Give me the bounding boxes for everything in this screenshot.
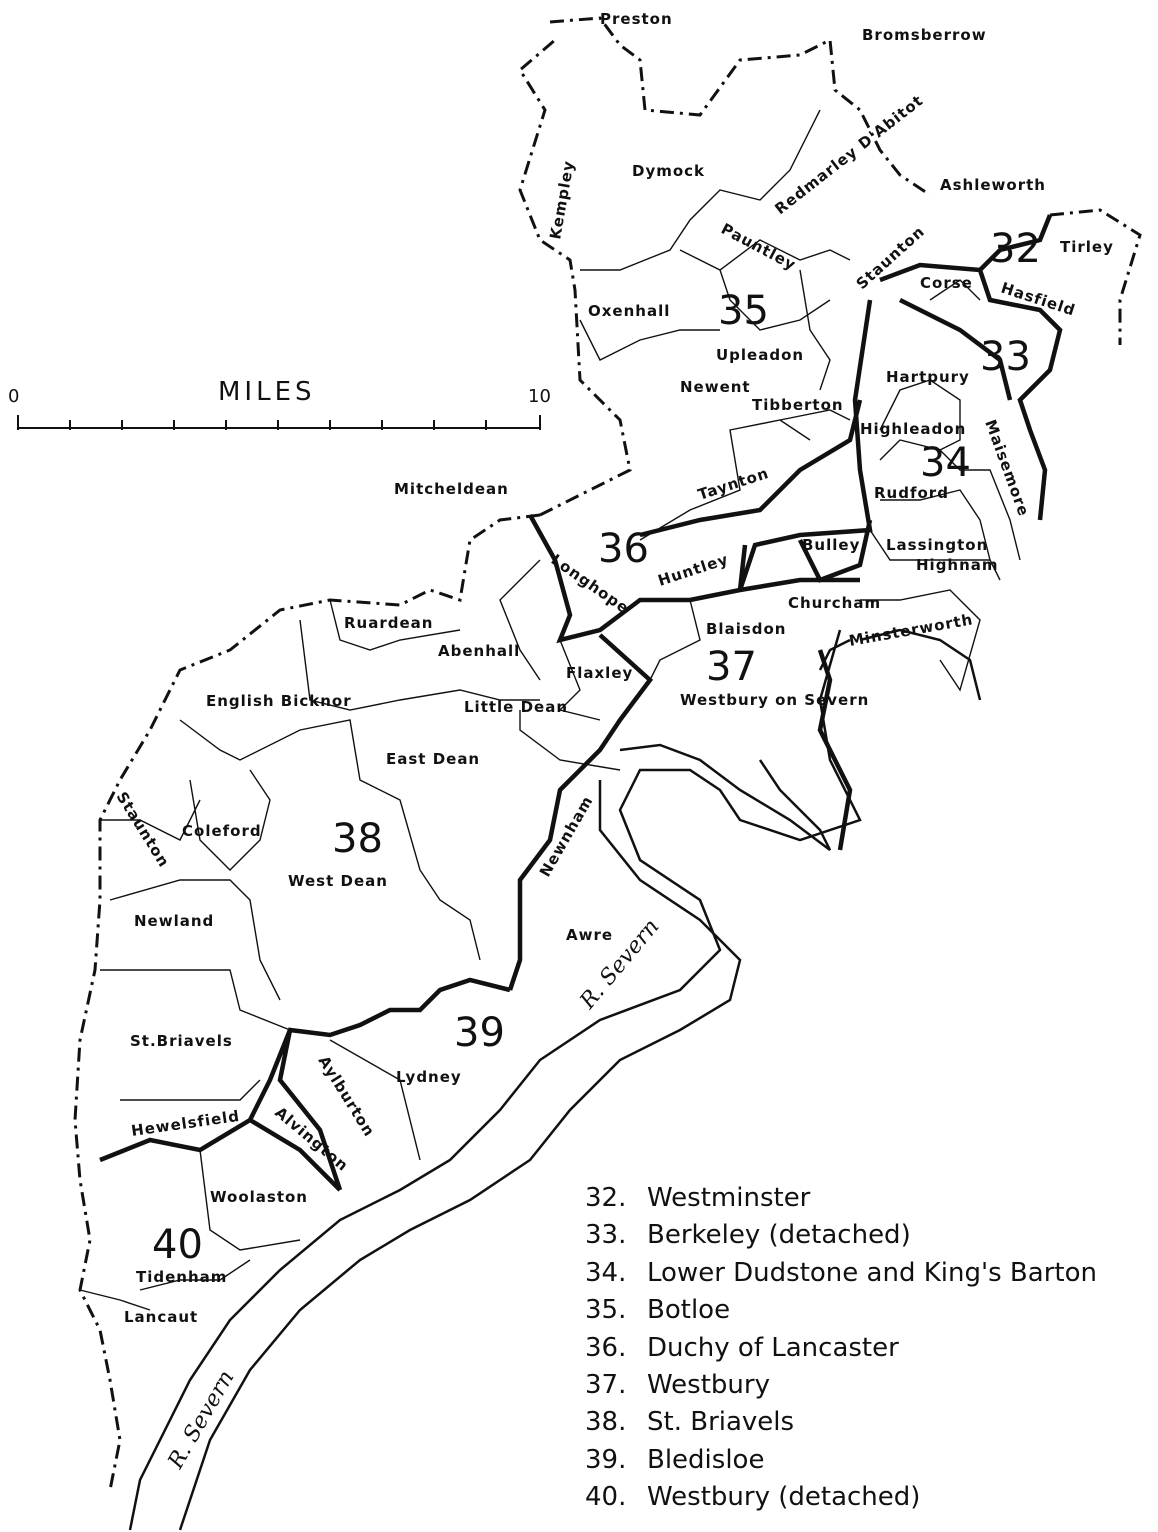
- hundred-number: 34: [920, 440, 971, 486]
- parish-label: Highleadon: [860, 420, 966, 438]
- legend-number: 38.: [585, 1407, 627, 1438]
- legend-name: Westbury: [647, 1370, 770, 1401]
- parish-label: Flaxley: [566, 664, 633, 682]
- legend-number: 36.: [585, 1332, 627, 1363]
- hundred-number: 36: [598, 526, 649, 572]
- legend-item: 32. Westminster: [585, 1180, 1155, 1217]
- legend-name: Botloe: [647, 1295, 731, 1326]
- hundred-number: 33: [980, 334, 1031, 380]
- parish-label: Blaisdon: [706, 620, 787, 638]
- parish-label: Hasfield: [999, 279, 1078, 320]
- parish-boundaries: [79, 109, 1021, 1311]
- parish-label: Tibberton: [752, 396, 844, 414]
- parish-label: Kempley: [546, 159, 578, 241]
- parish-label: Abenhall: [438, 642, 520, 660]
- legend-number: 33.: [585, 1220, 627, 1251]
- parish-label: English Bicknor: [206, 692, 352, 710]
- parish-label: Redmarley D'Abitot: [771, 91, 926, 218]
- hundred-number: 32: [990, 226, 1041, 272]
- river-severn-bank-west: [178, 628, 982, 1531]
- parish-label: Churcham: [788, 594, 881, 612]
- legend-name: Westbury (detached): [647, 1482, 921, 1513]
- river-label: R. Severn: [163, 1366, 240, 1474]
- legend-item: 39. Bledisloe: [585, 1442, 1155, 1479]
- parish-label: Newent: [680, 378, 751, 396]
- parish-label: Lassington: [886, 536, 988, 554]
- legend-name: Bledisloe: [647, 1444, 765, 1475]
- parish-label: Lancaut: [124, 1308, 198, 1326]
- legend-number: 40.: [585, 1482, 627, 1513]
- legend-number: 37.: [585, 1370, 627, 1401]
- scale-start: 0: [8, 386, 19, 407]
- parish-label: Little Dean: [464, 698, 568, 716]
- legend-item: 37. Westbury: [585, 1367, 1155, 1404]
- legend-name: Westminster: [647, 1183, 811, 1213]
- county-boundary: [73, 16, 1142, 1491]
- hundred-number: 38: [332, 816, 383, 862]
- parish-label: Newnham: [536, 792, 597, 880]
- parish-label: Westbury on Severn: [680, 691, 869, 709]
- parish-label: Awre: [566, 926, 613, 944]
- legend-item: 33. Berkeley (detached): [585, 1217, 1155, 1254]
- hundred-boundaries: [99, 214, 1063, 1192]
- parish-label: St.Briavels: [130, 1032, 233, 1050]
- parish-label: Hartpury: [886, 368, 970, 386]
- parish-label: Lydney: [396, 1068, 462, 1086]
- legend-number: 34.: [585, 1257, 627, 1288]
- parish-label: Pauntley: [718, 220, 799, 275]
- legend-name: Berkeley (detached): [647, 1220, 911, 1251]
- legend-number: 32.: [585, 1183, 627, 1213]
- legend-item: 34. Lower Dudstone and King's Barton: [585, 1255, 1155, 1292]
- parish-label: Rudford: [874, 484, 949, 502]
- parish-label: Taynton: [696, 464, 772, 504]
- parish-label: Staunton: [853, 222, 929, 293]
- legend-item: 38. St. Briavels: [585, 1404, 1155, 1441]
- hundred-number: 40: [152, 1222, 203, 1268]
- parish-label: Highnam: [916, 556, 999, 574]
- legend-item: 36. Duchy of Lancaster: [585, 1330, 1155, 1367]
- hundred-number: 39: [454, 1010, 505, 1056]
- parish-label: Tidenham: [136, 1268, 227, 1286]
- parish-label: Bulley: [802, 536, 860, 554]
- parish-label: Mitcheldean: [394, 480, 509, 498]
- legend-name: Lower Dudstone and King's Barton: [647, 1257, 1097, 1288]
- legend-name: St. Briavels: [647, 1407, 795, 1438]
- scale-end: 10: [528, 386, 551, 407]
- hundreds-legend: 32. Westminster 33. Berkeley (detached) 34…: [585, 1180, 1155, 1517]
- parish-label: Tirley: [1060, 238, 1114, 256]
- parish-label: Preston: [600, 10, 673, 28]
- hundred-number: 37: [706, 644, 757, 690]
- parish-label: Staunton: [113, 789, 174, 871]
- parish-label: Bromsberrow: [862, 26, 987, 44]
- legend-item: 35. Botloe: [585, 1292, 1155, 1329]
- legend-number: 39.: [585, 1444, 627, 1475]
- legend-item: 40. Westbury (detached): [585, 1479, 1155, 1516]
- parish-label: Ashleworth: [940, 176, 1046, 194]
- parish-label: Corse: [920, 274, 973, 292]
- parish-label: Dymock: [632, 162, 705, 180]
- legend-name: Duchy of Lancaster: [647, 1332, 899, 1363]
- parish-label: West Dean: [288, 872, 388, 890]
- parish-label: Minsterworth: [848, 610, 975, 650]
- parish-label: Ruardean: [344, 614, 433, 632]
- parish-label: Maisemore: [981, 417, 1033, 519]
- parish-label: Coleford: [182, 822, 262, 840]
- parish-label: East Dean: [386, 750, 480, 768]
- scale-title: MILES: [218, 377, 316, 407]
- parish-label: Oxenhall: [588, 302, 670, 320]
- scale-bar: 0 MILES 10: [8, 377, 551, 430]
- parish-label: Newland: [134, 912, 214, 930]
- hundred-number: 35: [718, 288, 769, 334]
- parish-label: Woolaston: [210, 1188, 308, 1206]
- parish-label: Upleadon: [716, 346, 804, 364]
- parish-label: Huntley: [656, 550, 731, 590]
- parish-label: Aylburton: [315, 1053, 379, 1141]
- river-severn-bank-east: [128, 629, 862, 1531]
- legend-number: 35.: [585, 1295, 627, 1326]
